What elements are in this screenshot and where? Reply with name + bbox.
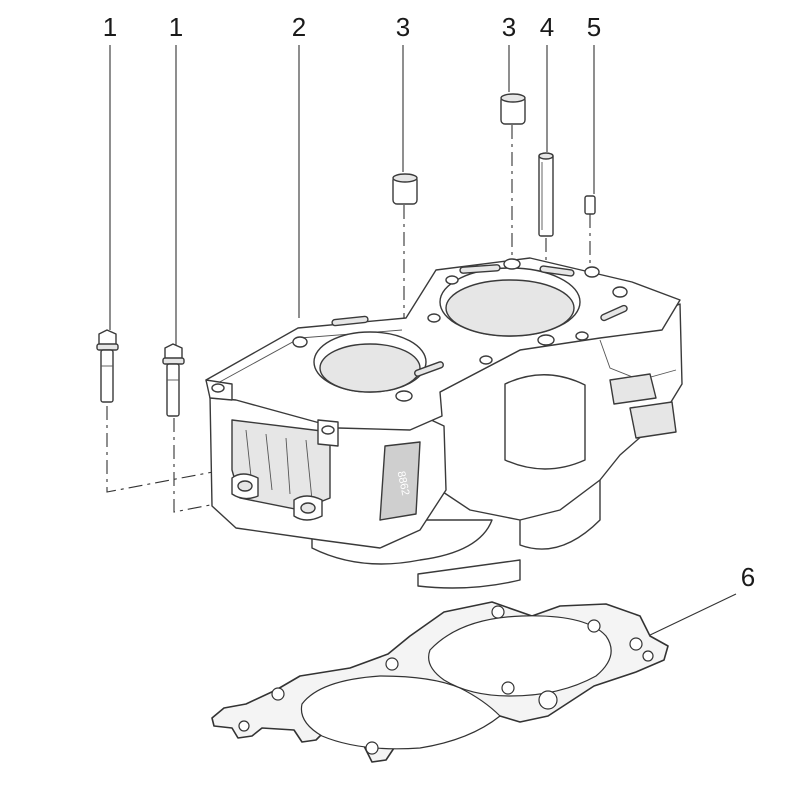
leader-lines — [109, 45, 737, 637]
dowel-left — [392, 173, 418, 205]
base-gasket — [211, 601, 669, 763]
dowel-right — [500, 93, 526, 125]
callout-6: 6 — [741, 562, 755, 592]
callout-4: 4 — [540, 12, 554, 42]
locating-pin — [584, 195, 596, 215]
callout-2: 2 — [292, 12, 306, 42]
axis-bolt-1-left — [106, 406, 235, 493]
bolt-right — [162, 343, 185, 417]
bolt-left — [96, 329, 119, 403]
leader-6 — [647, 593, 737, 637]
callout-3-right: 3 — [502, 12, 516, 42]
callout-3-left: 3 — [396, 12, 410, 42]
callout-1-left: 1 — [103, 12, 117, 42]
deck-holes — [292, 258, 628, 402]
gasket-holes — [238, 605, 654, 755]
cylinder-block: 8862 — [205, 257, 683, 589]
casting-stamp-text: 8862 — [395, 470, 412, 496]
coolant-slots — [331, 264, 628, 377]
callout-1-right: 1 — [169, 12, 183, 42]
callout-labels: 1 1 2 3 3 4 5 6 — [103, 12, 755, 592]
guide-tube — [538, 152, 554, 237]
callout-5: 5 — [587, 12, 601, 42]
